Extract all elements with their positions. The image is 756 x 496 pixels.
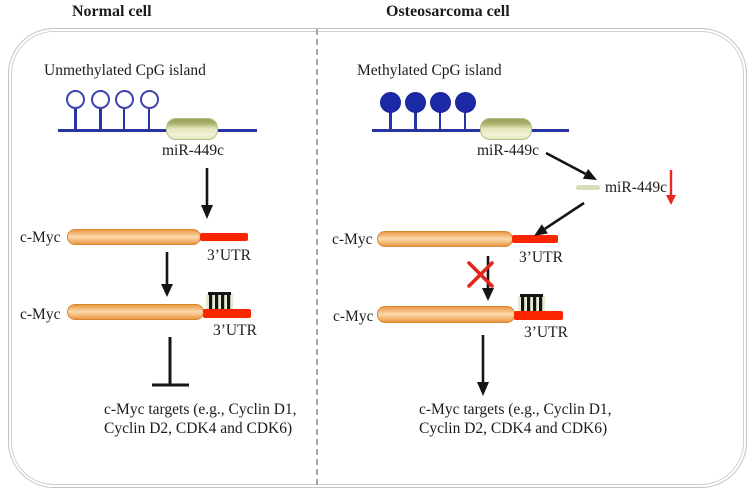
- left-panel-title: Normal cell: [72, 3, 152, 20]
- left-mir449c-gene-box: [166, 118, 218, 140]
- methylated-cpg-icon: [454, 92, 476, 113]
- right-lollipop-stem: [389, 111, 392, 130]
- right-3utr-label-1: 3’UTR: [519, 249, 563, 266]
- right-lollipop-stem: [463, 111, 466, 130]
- left-lollipop-stem: [99, 107, 102, 130]
- left-mir449c-gene-label: miR-449c: [162, 142, 224, 159]
- right-mir449c-gene-label: miR-449c: [477, 142, 539, 159]
- methylated-cpg-icon: [405, 92, 426, 113]
- left-targets-line2: Cyclin D2, CDK4 and CDK6): [104, 420, 293, 437]
- unmethylated-cpg-icon: [66, 90, 85, 109]
- left-lollipop-stem: [74, 107, 77, 130]
- right-3utr-label-2: 3’UTR: [524, 324, 568, 341]
- left-cmyc-mrna1-label: c-Myc: [20, 229, 61, 246]
- left-cmyc-mrna1-3utr-bar: [200, 233, 248, 241]
- left-3utr-label-2: 3’UTR: [213, 322, 257, 339]
- methylated-cpg-icon: [429, 92, 451, 113]
- methylated-cpg-icon: [380, 92, 401, 113]
- unmethylated-cpg-icon: [91, 90, 110, 109]
- left-cmyc-mrna2-label: c-Myc: [20, 306, 61, 323]
- panel-divider: [316, 29, 318, 485]
- left-cmyc-mrna2-3utr-bar: [203, 309, 251, 318]
- diagonal-arrow-icon: [545, 151, 597, 180]
- right-cmyc-mrna1-label: c-Myc: [332, 231, 373, 248]
- mir449c-low-level-label: miR-449c: [605, 179, 667, 196]
- left-lollipop-stem: [147, 107, 150, 130]
- right-panel-title: Osteosarcoma cell: [386, 3, 510, 20]
- down-arrow-icon: [477, 335, 489, 396]
- diagonal-arrow-icon: [534, 201, 585, 236]
- inhibition-bar-icon: [152, 337, 189, 387]
- cell-outline: [8, 28, 747, 488]
- right-targets-line2: Cyclin D2, CDK4 and CDK6): [419, 420, 608, 437]
- left-targets-text: c-Myc targets (e.g., Cyclin D1, Cyclin D…: [104, 400, 297, 438]
- right-mir449c-gene-box: [480, 118, 532, 140]
- right-cpg-label: Methylated CpG island: [357, 62, 502, 79]
- left-cpg-label: Unmethylated CpG island: [44, 62, 206, 79]
- right-lollipop-stem: [438, 111, 441, 130]
- down-arrow-icon: [201, 168, 213, 219]
- left-targets-line1: c-Myc targets (e.g., Cyclin D1,: [104, 401, 297, 418]
- mir449c-low-level-dash: [576, 185, 600, 190]
- decreased-expression-icon: [666, 170, 676, 205]
- mirna-binding-site-icon: [518, 294, 545, 311]
- right-targets-line1: c-Myc targets (e.g., Cyclin D1,: [419, 401, 612, 418]
- unmethylated-cpg-icon: [114, 90, 134, 109]
- blocked-icon: [467, 261, 494, 288]
- right-targets-text: c-Myc targets (e.g., Cyclin D1, Cyclin D…: [419, 400, 612, 438]
- down-arrow-icon: [161, 252, 173, 297]
- right-cmyc-mrna2-3utr-bar: [514, 311, 563, 320]
- left-3utr-label-1: 3’UTR: [207, 247, 251, 264]
- mirna-binding-site-icon: [206, 292, 233, 309]
- right-lollipop-stem: [414, 111, 417, 130]
- right-cmyc-mrna2-label: c-Myc: [333, 308, 374, 325]
- left-lollipop-stem: [122, 107, 125, 130]
- right-dna-line: [372, 129, 569, 132]
- left-dna-line: [58, 129, 257, 132]
- unmethylated-cpg-icon: [139, 90, 159, 109]
- right-cmyc-mrna1-3utr-bar: [512, 235, 558, 243]
